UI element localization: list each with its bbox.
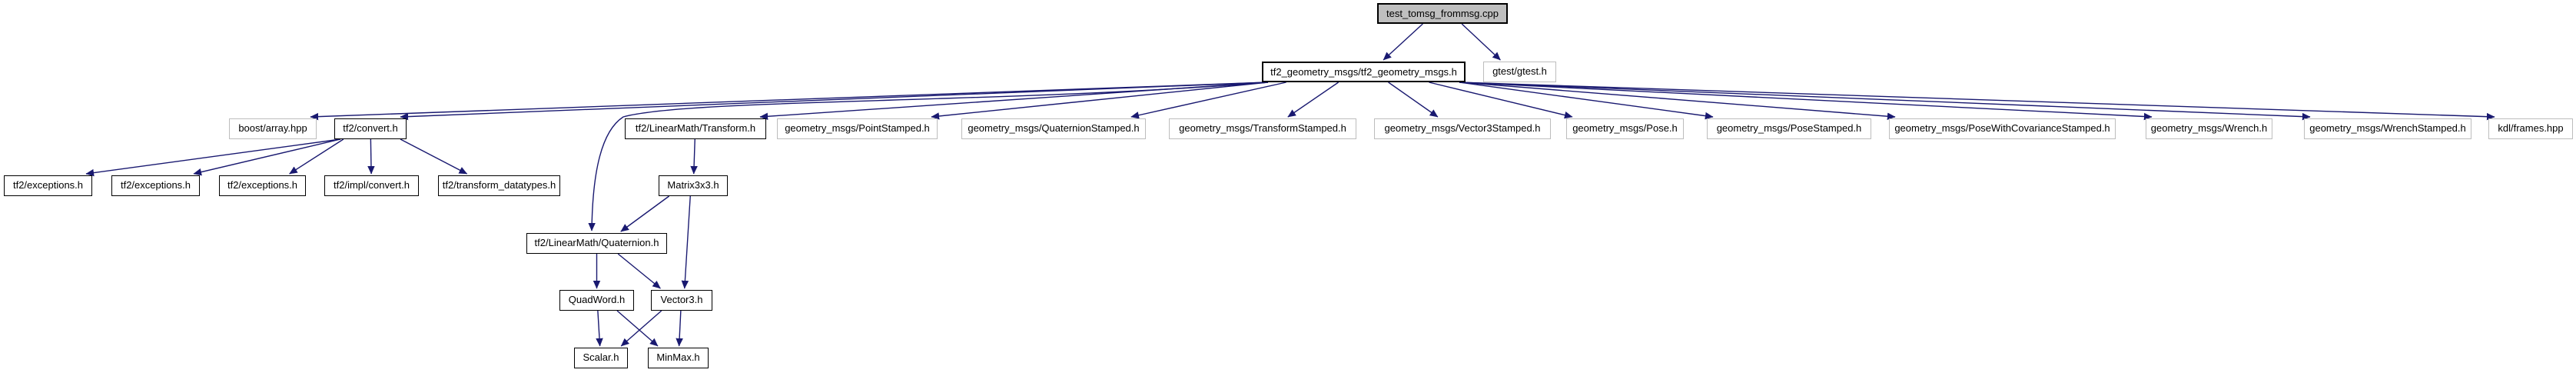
node-geometry-msgs-transformstamped-h: geometry_msgs/TransformStamped.h [1169, 118, 1356, 139]
include-edge [310, 82, 1269, 121]
include-edge [617, 253, 661, 289]
node-tf2-exceptions-h-1[interactable]: tf2/exceptions.h [4, 175, 92, 196]
include-edge [367, 138, 375, 175]
node-kdl-frames-hpp: kdl/frames.hpp [2488, 118, 2573, 139]
include-edge [931, 82, 1269, 120]
node-test-tomsg-frommsg-cpp: test_tomsg_frommsg.cpp [1377, 3, 1508, 24]
node-geometry-msgs-wrench-h: geometry_msgs/Wrench.h [2146, 118, 2272, 139]
include-edge [1388, 82, 1439, 118]
node-gtest-gtest-h: gtest/gtest.h [1483, 62, 1556, 82]
include-edge [1459, 82, 2495, 121]
include-edge [588, 82, 1269, 231]
include-edge [400, 82, 1269, 121]
node-tf2-impl-convert-h[interactable]: tf2/impl/convert.h [324, 175, 419, 196]
node-boost-array-hpp: boost/array.hpp [229, 118, 317, 139]
node-geometry-msgs-pointstamped-h: geometry_msgs/PointStamped.h [777, 118, 938, 139]
node-tf2-linearmath-transform-h[interactable]: tf2/LinearMath/Transform.h [625, 118, 766, 139]
include-edge [85, 138, 341, 177]
node-geometry-msgs-pose-h: geometry_msgs/Pose.h [1566, 118, 1684, 139]
include-edge [596, 310, 603, 347]
node-geometry-msgs-posewithcovariancestamped-h: geometry_msgs/PoseWithCovarianceStamped.… [1889, 118, 2116, 139]
node-minmax-h[interactable]: MinMax.h [648, 348, 709, 368]
include-edge [1459, 82, 1896, 120]
include-edge [1461, 23, 1501, 61]
include-edge [193, 138, 341, 176]
include-edge [676, 310, 683, 347]
include-edge [1459, 82, 2153, 121]
include-edge [1459, 82, 1714, 120]
node-tf2-exceptions-h-3[interactable]: tf2/exceptions.h [219, 175, 306, 196]
include-edge [289, 138, 344, 175]
node-tf2-convert-h[interactable]: tf2/convert.h [334, 118, 407, 139]
include-edge [759, 82, 1269, 121]
include-edge [1130, 82, 1286, 119]
node-tf2-exceptions-h-2[interactable]: tf2/exceptions.h [111, 175, 200, 196]
node-matrix3x3-h[interactable]: Matrix3x3.h [659, 175, 728, 196]
include-edge [681, 195, 691, 289]
include-edge [620, 310, 662, 347]
node-geometry-msgs-quaternionstamped-h: geometry_msgs/QuaternionStamped.h [961, 118, 1146, 139]
include-edge [1383, 23, 1423, 61]
node-scalar-h[interactable]: Scalar.h [574, 348, 628, 368]
node-geometry-msgs-vector3stamped-h: geometry_msgs/Vector3Stamped.h [1374, 118, 1551, 139]
node-tf2-geometry-msgs-h[interactable]: tf2_geometry_msgs/tf2_geometry_msgs.h [1262, 62, 1466, 82]
node-quadword-h[interactable]: QuadWord.h [559, 290, 634, 311]
include-edge [1459, 82, 2311, 121]
node-vector3-h[interactable]: Vector3.h [651, 290, 712, 311]
include-edge [400, 138, 468, 175]
include-edge [1287, 82, 1339, 118]
node-tf2-transform-datatypes-h[interactable]: tf2/transform_datatypes.h [438, 175, 560, 196]
node-geometry-msgs-posestamped-h: geometry_msgs/PoseStamped.h [1707, 118, 1871, 139]
node-geometry-msgs-wrenchstamped-h: geometry_msgs/WrenchStamped.h [2304, 118, 2471, 139]
include-edge [1429, 82, 1573, 119]
node-tf2-linearmath-quaternion-h[interactable]: tf2/LinearMath/Quaternion.h [526, 233, 667, 254]
include-edge [690, 138, 698, 175]
include-edge [620, 195, 670, 232]
include-edge [616, 310, 659, 347]
